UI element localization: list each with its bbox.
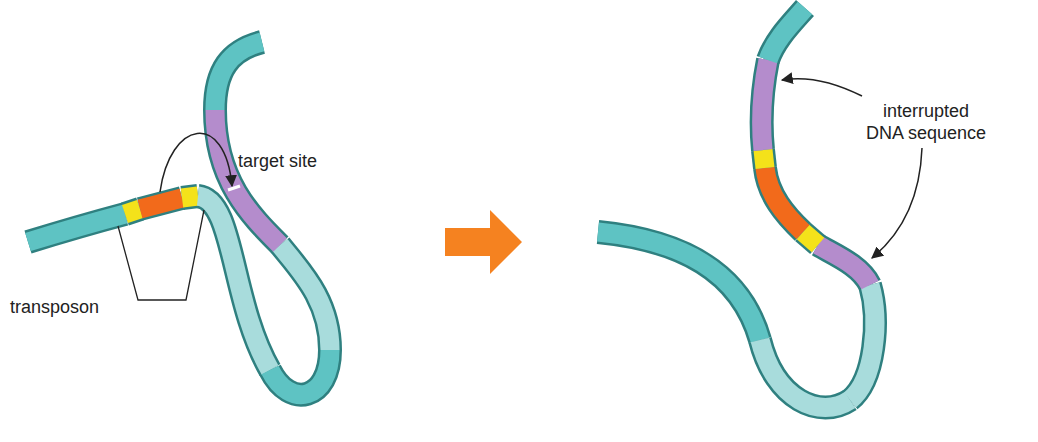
dna-strand-right xyxy=(598,8,875,408)
part-label: transposon xyxy=(10,296,120,318)
leader-arrow xyxy=(872,148,922,258)
process-arrow xyxy=(445,210,522,274)
site-label: target site xyxy=(238,150,358,172)
leader-arrow xyxy=(782,79,862,96)
dna-strand-left xyxy=(28,42,330,395)
insertion-arrow xyxy=(160,133,232,192)
transposon-bracket xyxy=(118,210,204,300)
callout-label: interrupted DNA sequence xyxy=(862,100,990,144)
